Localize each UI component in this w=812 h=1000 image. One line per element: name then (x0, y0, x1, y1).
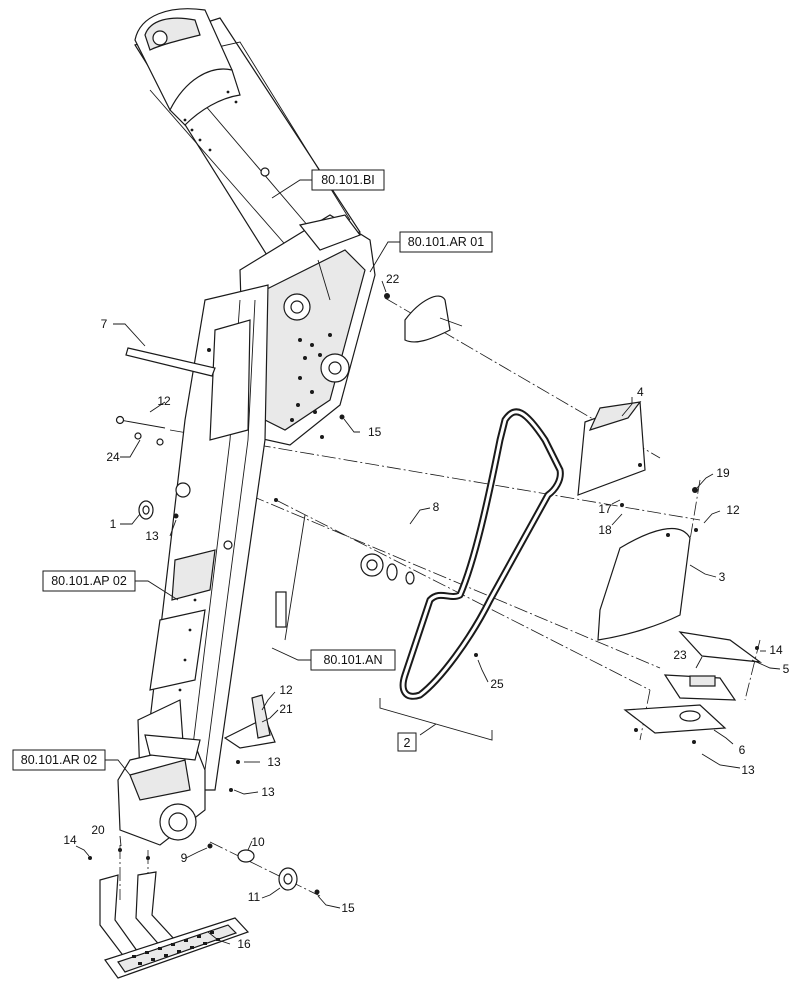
part-23-plate (663, 674, 737, 701)
ref-80-101-an[interactable]: 80.101.AN (310, 649, 396, 671)
callout-15-top: 15 (368, 425, 382, 439)
part-8-rod (275, 514, 306, 641)
callout-12-right: 12 (726, 503, 740, 517)
callout-19: 19 (716, 466, 730, 480)
part-4-cover (577, 401, 646, 496)
callout-17: 17 (598, 502, 612, 516)
callout-13-low: 13 (261, 785, 275, 799)
svg-text:80.101.AN: 80.101.AN (323, 653, 382, 667)
part-7-angle-strip (125, 347, 216, 377)
callout-14-right: 14 (769, 643, 783, 657)
part-3-cover (597, 527, 691, 641)
callout-25: 25 (490, 677, 504, 691)
callout-3: 3 (719, 570, 726, 584)
part-5-plate (678, 631, 763, 663)
ref-80-101-ar-02[interactable]: 80.101.AR 02 (12, 749, 106, 771)
step-assembly (99, 871, 250, 979)
callout-12-lower: 12 (279, 683, 293, 697)
upper-tube-holes (183, 90, 238, 152)
callout-13-mid: 13 (267, 755, 281, 769)
callout-numbers: 7 22 15 12 24 1 13 8 4 19 17 18 12 3 14 … (63, 272, 789, 951)
drive-chain (399, 408, 564, 700)
callout-8: 8 (433, 500, 440, 514)
callout-15-bottom: 15 (341, 901, 355, 915)
part-22-shield (404, 295, 463, 343)
part-21-bracket (223, 694, 276, 749)
part-11-cap (278, 867, 298, 891)
callout-16: 16 (237, 937, 251, 951)
chain-assembly-label: 2 (404, 736, 411, 750)
callout-4: 4 (637, 385, 644, 399)
ref-80-101-bi[interactable]: 80.101.BI (311, 169, 385, 191)
callout-10: 10 (251, 835, 265, 849)
callout-6: 6 (739, 743, 746, 757)
svg-text:80.101.AP 02: 80.101.AP 02 (51, 574, 127, 588)
svg-text:80.101.AR 01: 80.101.AR 01 (408, 235, 484, 249)
ref-80-101-ar-01[interactable]: 80.101.AR 01 (399, 231, 493, 253)
drive-sprocket (360, 553, 415, 585)
callout-13-left: 13 (145, 529, 159, 543)
callout-7: 7 (101, 317, 108, 331)
callout-22: 22 (386, 272, 400, 286)
part-6-base (623, 704, 727, 734)
fasteners (88, 293, 759, 895)
callout-21: 21 (279, 702, 293, 716)
lower-housing (117, 734, 206, 846)
callout-1: 1 (110, 517, 117, 531)
svg-text:80.101.AR 02: 80.101.AR 02 (21, 753, 97, 767)
callout-24: 24 (106, 450, 120, 464)
head-bolt-holes (290, 333, 332, 422)
callout-14-left: 14 (63, 833, 77, 847)
part-1-bearing (138, 500, 154, 520)
callout-9: 9 (181, 851, 188, 865)
callout-18: 18 (598, 523, 612, 537)
elevator-upper-tube (134, 8, 361, 261)
ref-80-101-ap-02[interactable]: 80.101.AP 02 (42, 570, 136, 592)
elevator-main-tube (137, 284, 269, 791)
part-10-bushing (237, 849, 255, 863)
main-tube-holes (178, 598, 197, 692)
callout-23: 23 (673, 648, 687, 662)
callout-20: 20 (91, 823, 105, 837)
callout-11: 11 (248, 890, 261, 904)
callout-5: 5 (783, 662, 790, 676)
svg-text:80.101.BI: 80.101.BI (321, 173, 375, 187)
part-24-bolt (115, 415, 166, 446)
head-housing (239, 214, 376, 446)
callout-leaders (75, 280, 781, 945)
callout-13-right: 13 (741, 763, 755, 777)
reference-leaders (105, 179, 400, 776)
chain-assembly-bracket: 2 (379, 698, 493, 752)
callout-12-left: 12 (157, 394, 171, 408)
